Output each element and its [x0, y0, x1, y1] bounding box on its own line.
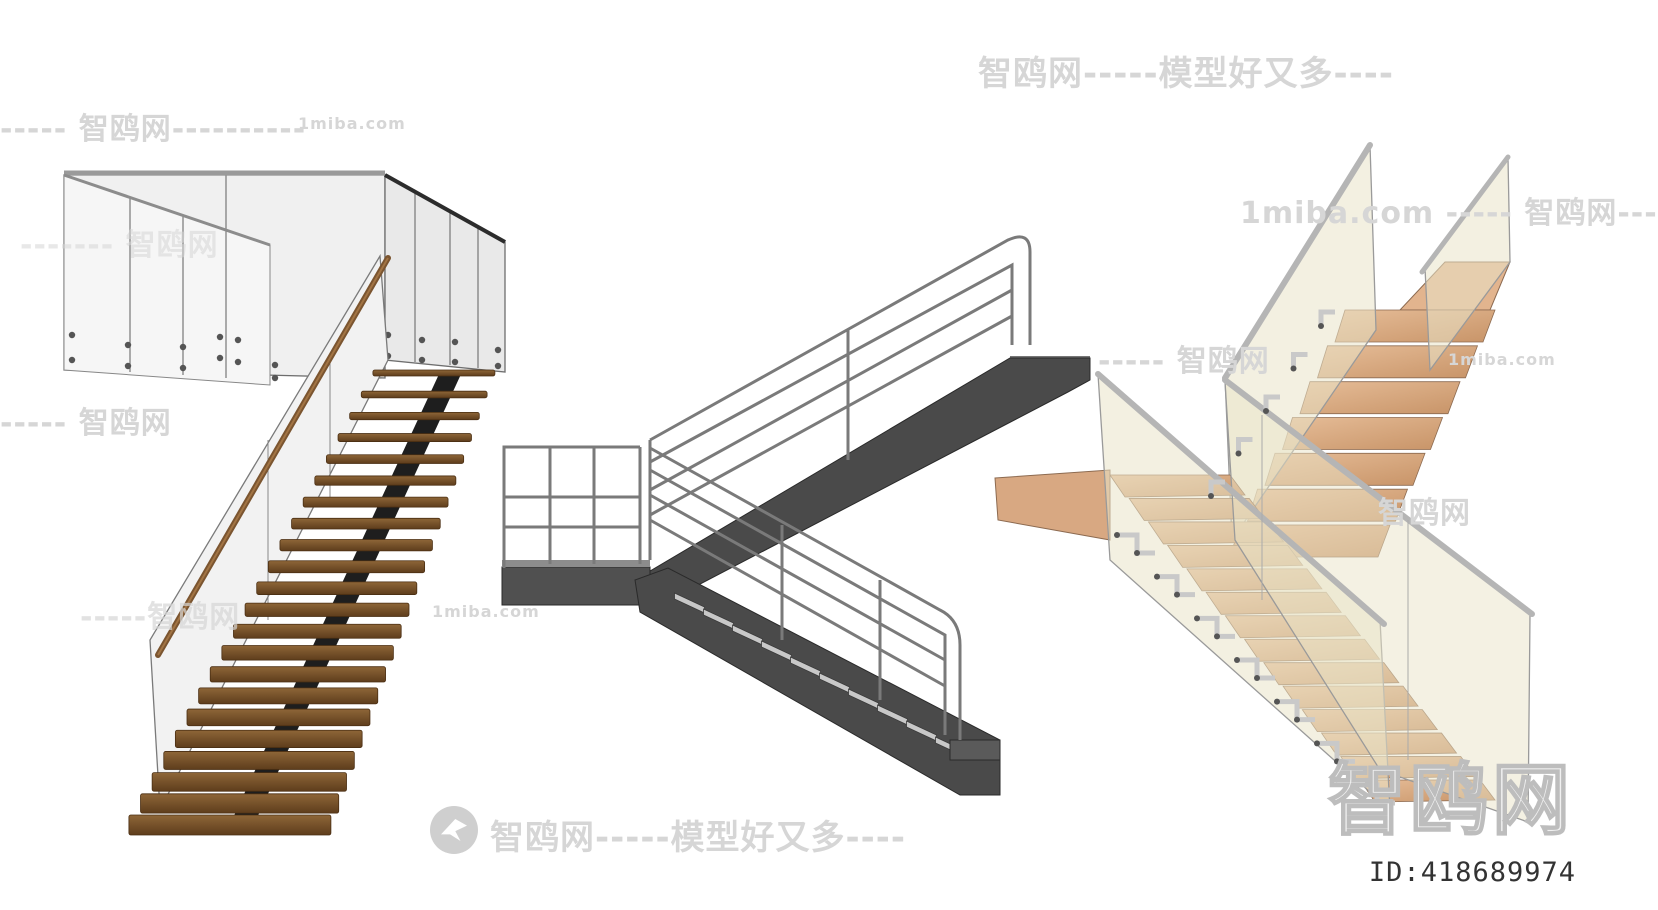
- wood-u-stair-glass: [994, 142, 1535, 823]
- bolt: [1208, 493, 1214, 499]
- bolt: [1235, 450, 1242, 457]
- bolt: [1194, 615, 1200, 622]
- bolt: [1134, 550, 1140, 556]
- bracket: [1208, 479, 1225, 496]
- bolt: [1314, 740, 1320, 747]
- wood-tread: [198, 687, 379, 705]
- bracket: [1355, 782, 1395, 806]
- watermark-right-mid-domain: 1miba.com: [1448, 350, 1556, 369]
- wood-tread: [140, 793, 340, 814]
- wood-tread: [256, 581, 418, 595]
- wood-tread: [174, 729, 363, 748]
- bracket: [1275, 699, 1315, 723]
- wood-tread: [337, 433, 472, 442]
- wood-tread: [221, 645, 394, 661]
- wood-tread: [360, 390, 488, 399]
- bolt: [1234, 657, 1240, 663]
- watermark-top-right: 智鸥网-----模型好又多----: [978, 54, 1395, 94]
- wood-tread: [279, 539, 433, 552]
- mid-landing-slab: [501, 566, 651, 606]
- wood-tread: [267, 560, 426, 574]
- watermark-big-corner: 智鸥网: [1327, 755, 1575, 847]
- bolt: [1290, 365, 1297, 372]
- glass-stair-wood-treads: [63, 170, 506, 836]
- bolt: [1114, 532, 1120, 538]
- wood-tread: [163, 751, 355, 770]
- bolt: [1374, 800, 1380, 806]
- wood-tread: [349, 411, 480, 421]
- bolt: [1274, 698, 1280, 705]
- staircase-models-scene: [63, 142, 1535, 836]
- bracket: [1235, 657, 1275, 681]
- watermark-right-top: 1miba.com ----- 智鸥网---: [1240, 196, 1658, 231]
- bolt: [1174, 591, 1180, 598]
- watermark-lower-left: -----智鸥网: [80, 600, 241, 635]
- watermark-lower-left-domain: 1miba.com: [432, 602, 540, 621]
- image-id-label: ID:418689974: [1368, 857, 1576, 888]
- bolt: [1263, 408, 1269, 414]
- landing-railing: [502, 445, 642, 568]
- watermark-bottom-center: 智鸥网-----模型好又多----: [490, 818, 907, 858]
- landing-glass-balustrade: [63, 170, 506, 386]
- watermark-top-left: ----- 智鸥网----------: [0, 112, 307, 147]
- bracket: [1195, 615, 1235, 639]
- watermark-right-mid: ----- 智鸥网: [1098, 344, 1270, 379]
- steel-stair-tube-rail: [501, 235, 1091, 796]
- bolt: [1154, 573, 1160, 580]
- bolt: [1318, 323, 1324, 329]
- bracket: [1263, 394, 1280, 411]
- bracket: [1318, 309, 1335, 326]
- bracket: [1115, 532, 1155, 556]
- watermark-mid-left: ------- 智鸥网: [20, 228, 219, 263]
- wood-tread: [314, 475, 457, 486]
- watermark-logo-icon: [430, 806, 478, 854]
- bracket: [1291, 352, 1308, 369]
- wood-tread: [244, 602, 410, 617]
- wood-tread: [209, 666, 386, 683]
- wood-tread: [326, 454, 465, 464]
- watermark-right-lower: 智鸥网: [1378, 496, 1471, 531]
- wood-tread: [302, 496, 449, 508]
- wood-tread: [233, 623, 402, 639]
- bolt: [1294, 716, 1300, 723]
- bolt: [1214, 633, 1220, 640]
- glass-clamp-brackets: [1114, 309, 1395, 806]
- bolt: [1354, 782, 1360, 788]
- bracket: [1155, 574, 1195, 598]
- bolt: [1254, 675, 1260, 681]
- lower-flight-railing: [649, 446, 962, 740]
- wood-tread: [151, 772, 347, 792]
- wood-tread: [128, 814, 332, 836]
- bracket: [1236, 437, 1253, 454]
- bolt: [1334, 758, 1340, 765]
- watermark-center-left: ----- 智鸥网: [0, 406, 172, 441]
- wood-tread: [186, 708, 371, 727]
- wood-tread: [291, 517, 441, 530]
- steel-steps: [674, 592, 966, 758]
- wood-tread: [372, 369, 496, 377]
- upper-flight-railing: [648, 235, 1032, 560]
- wood-treads: [128, 369, 496, 836]
- bracket: [1315, 740, 1355, 764]
- watermark-top-left-domain: 1miba.com: [298, 114, 406, 133]
- mid-wood-landing: [994, 469, 1111, 541]
